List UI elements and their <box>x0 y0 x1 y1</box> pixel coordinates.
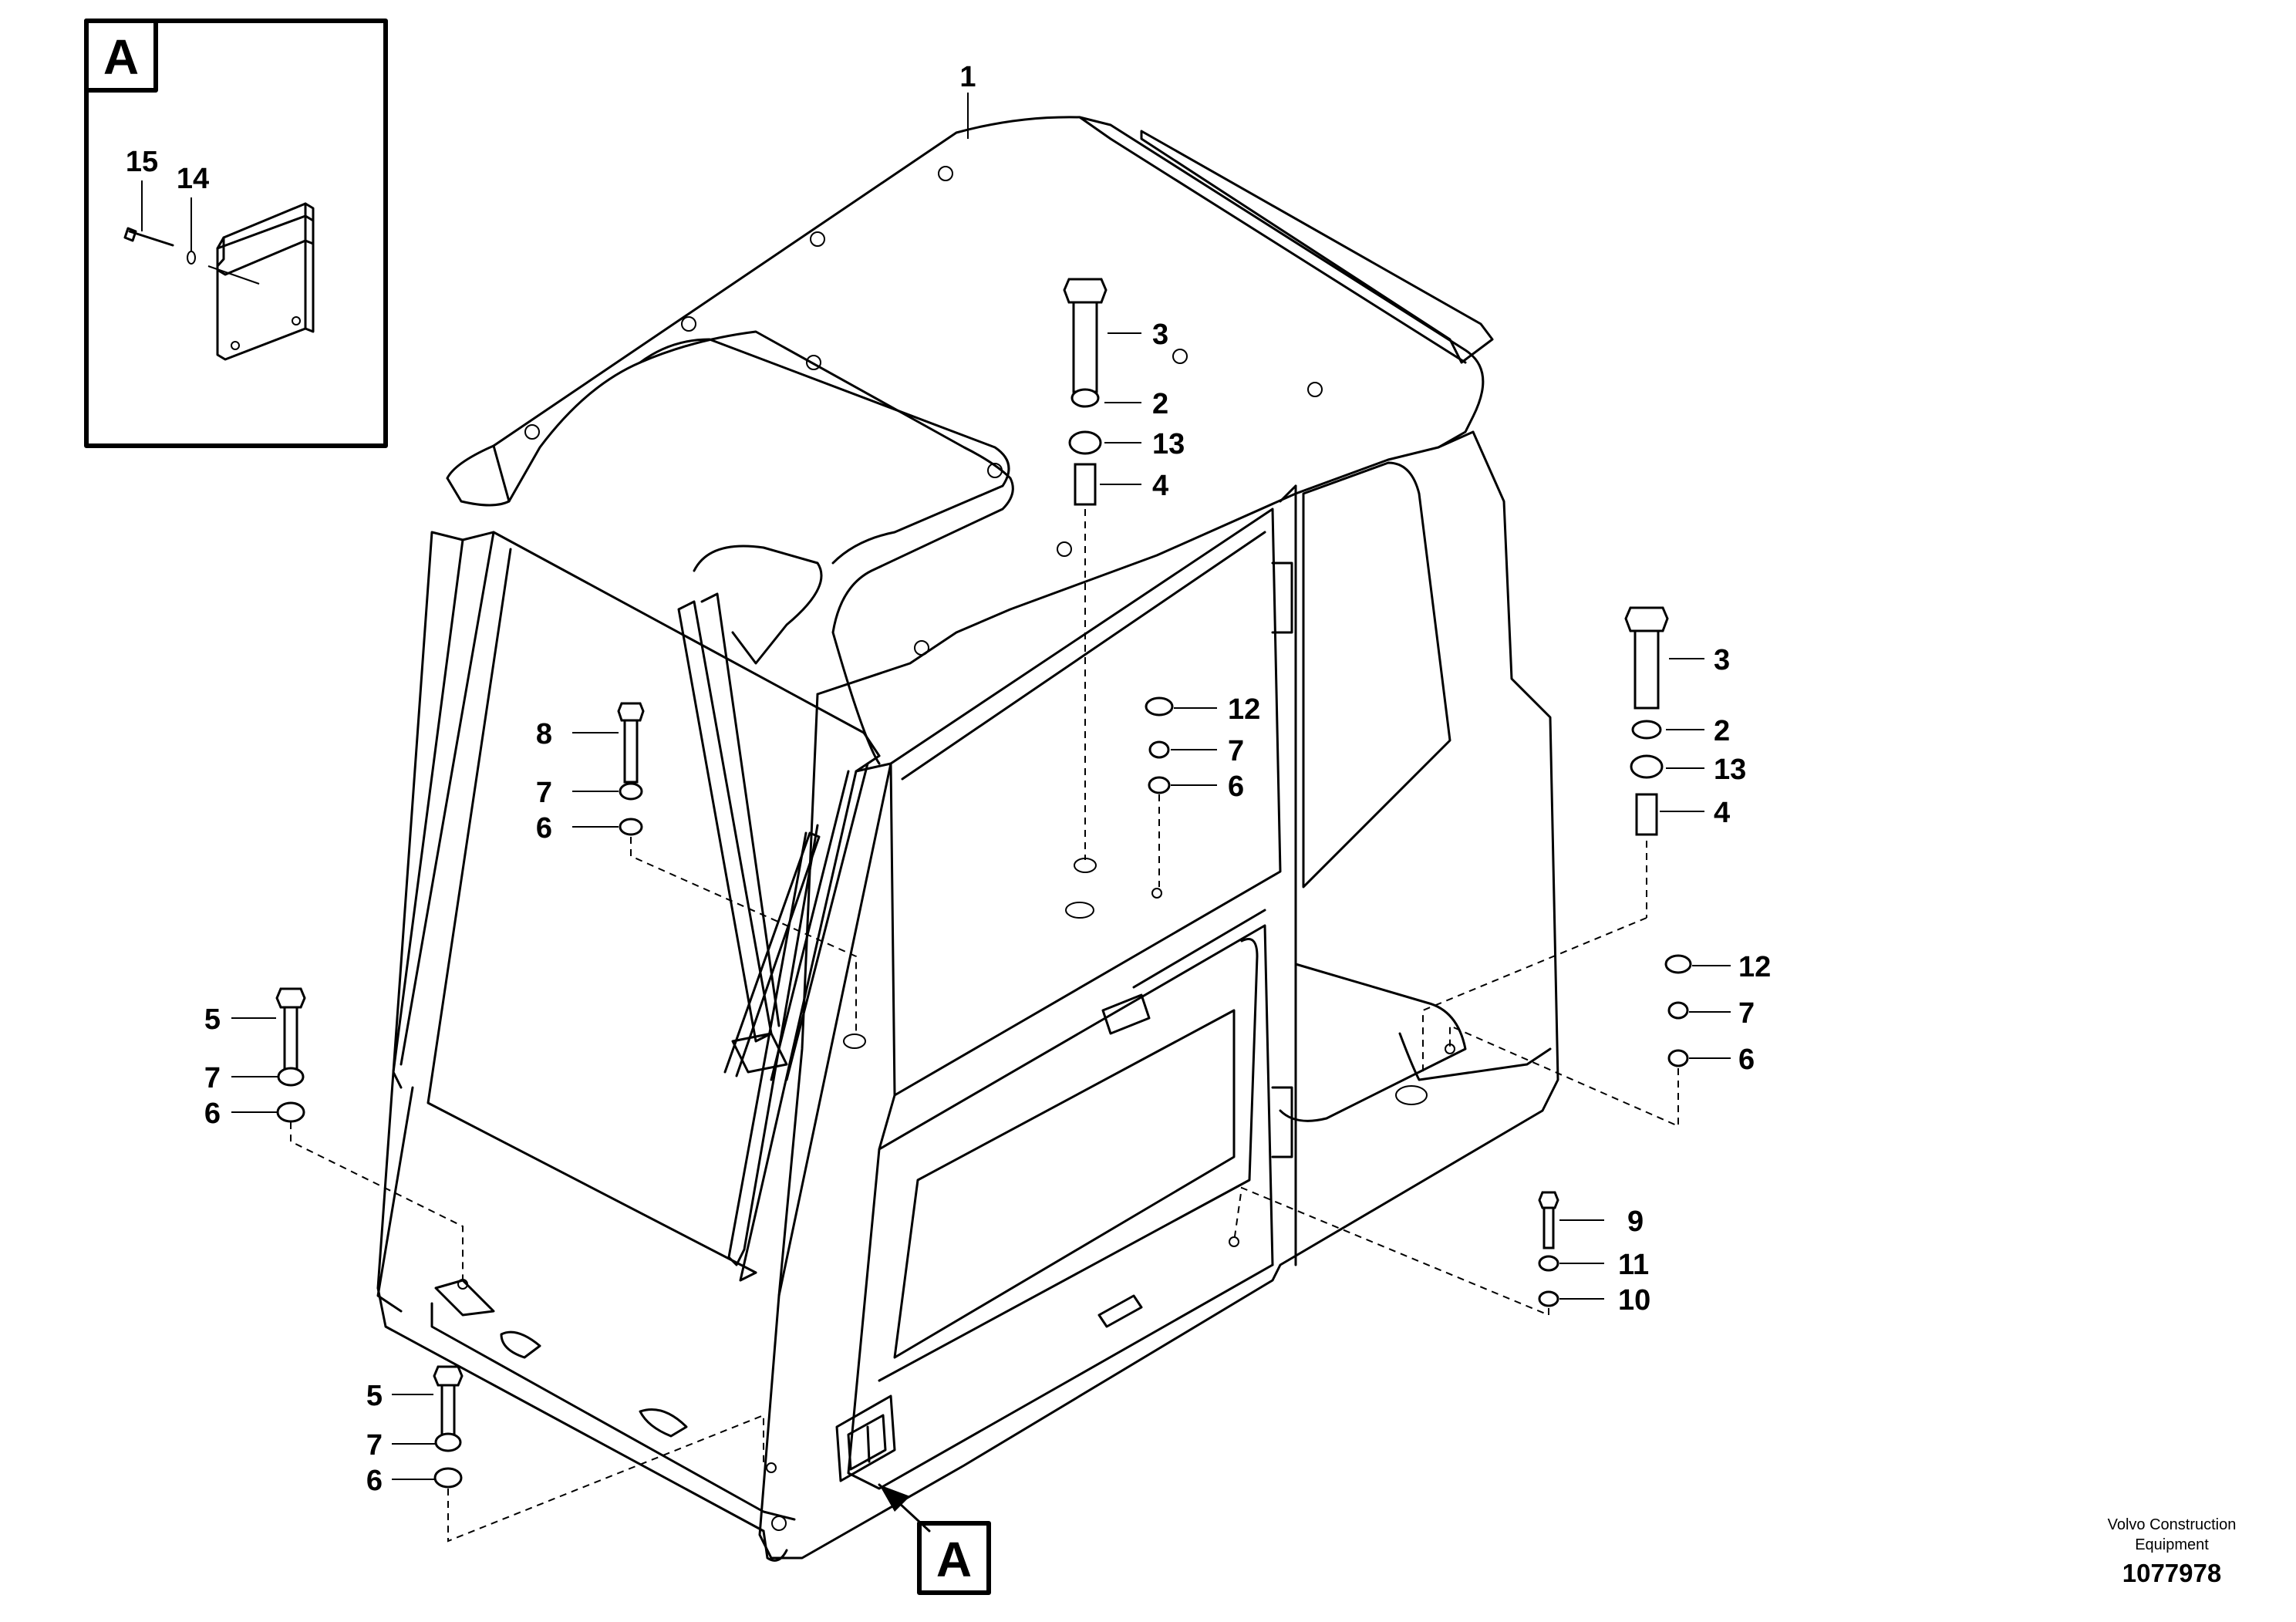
rear-fastener-stack <box>1449 954 1731 1128</box>
part-number-labels: 1 3 2 13 4 3 2 13 4 12 7 6 8 7 6 5 7 6 5… <box>204 61 1771 1497</box>
label-rear-10: 10 <box>1618 1284 1650 1317</box>
mid-fastener-stack <box>1145 696 1217 887</box>
label-rear-7: 7 <box>1738 997 1755 1030</box>
detail-view-letter: A <box>103 29 139 85</box>
label-rear-11: 11 <box>1618 1249 1649 1281</box>
bottom-fastener-stack <box>392 1365 764 1543</box>
label-roof-3: 3 <box>1152 319 1168 351</box>
label-roof-13: 13 <box>1152 428 1185 460</box>
label-front-6: 6 <box>536 812 552 845</box>
callout-a-letter: A <box>936 1532 972 1587</box>
label-inset-14: 14 <box>177 163 209 195</box>
label-front-7: 7 <box>536 777 552 809</box>
label-right-13: 13 <box>1714 754 1746 786</box>
front-fastener-stack <box>572 702 857 1034</box>
label-mid-6: 6 <box>1228 771 1244 803</box>
label-bottom-6: 6 <box>366 1465 383 1497</box>
publisher-line-2: Equipment <box>2135 1536 2209 1553</box>
washer-14 <box>187 197 196 265</box>
label-front-8: 8 <box>536 718 552 750</box>
label-right-2: 2 <box>1714 715 1730 747</box>
label-inset-15: 15 <box>126 146 158 178</box>
left-fastener-stack <box>231 987 464 1280</box>
label-left-5: 5 <box>204 1003 221 1036</box>
lower-rear-fastener-stack <box>1233 1186 1604 1317</box>
callout-a: A <box>878 1483 991 1595</box>
drawing-number: 1077978 <box>2122 1559 2221 1587</box>
detail-inset-a: A 15 14 <box>84 19 388 448</box>
publisher-line-1: Volvo Construction <box>2108 1516 2237 1533</box>
right-fastener-stack <box>1422 606 1704 1076</box>
label-mid-12: 12 <box>1228 693 1260 726</box>
label-right-4: 4 <box>1714 797 1730 829</box>
bracket-part <box>207 202 315 361</box>
label-roof-4: 4 <box>1152 470 1168 502</box>
label-left-7: 7 <box>204 1062 221 1094</box>
roof-fastener-stack <box>1063 278 1141 873</box>
label-bottom-7: 7 <box>366 1429 383 1462</box>
roof-bolts <box>524 166 1323 656</box>
label-rear-12: 12 <box>1738 951 1771 983</box>
drawing-credit: Volvo Construction Equipment 1077978 <box>2108 1516 2237 1587</box>
label-mid-7: 7 <box>1228 735 1244 767</box>
label-left-6: 6 <box>204 1098 221 1130</box>
label-right-3: 3 <box>1714 644 1730 676</box>
label-part-1: 1 <box>959 61 976 93</box>
label-roof-2: 2 <box>1152 388 1168 420</box>
label-rear-9: 9 <box>1627 1206 1644 1238</box>
label-bottom-5: 5 <box>366 1380 383 1412</box>
label-rear-6: 6 <box>1738 1044 1755 1076</box>
operator-cab <box>376 116 1559 1562</box>
wiper-assembly <box>677 592 869 1266</box>
screw-15 <box>123 180 174 247</box>
